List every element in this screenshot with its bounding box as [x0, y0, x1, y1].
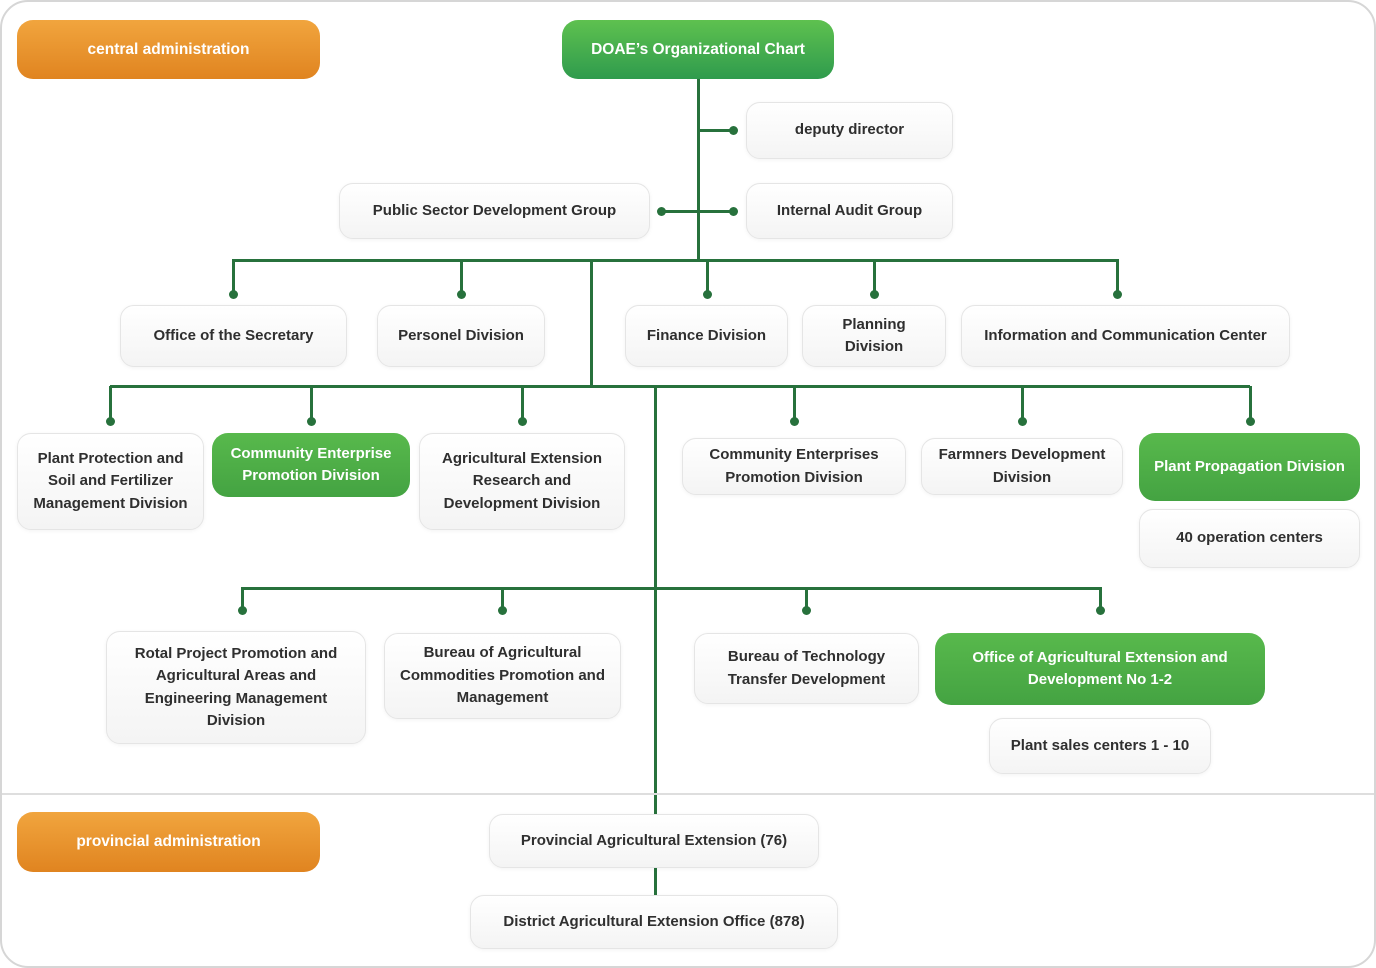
connector-row3: [242, 586, 1100, 590]
stub-bureau-tech-transfer: [804, 587, 808, 608]
node-planning-division: Planning Division: [802, 305, 946, 367]
junction-dot: [1095, 605, 1105, 615]
connector-row1-to-row2: [589, 258, 593, 387]
junction-dot: [702, 289, 712, 299]
node-office-of-the-secretary: Office of the Secretary: [120, 305, 347, 367]
node-plant-sales-centers: Plant sales centers 1 - 10: [989, 718, 1211, 774]
badge-central-administration: central administration: [17, 20, 320, 79]
junction-dot: [801, 605, 811, 615]
junction-dot: [1017, 416, 1027, 426]
node-finance-division: Finance Division: [625, 305, 788, 367]
junction-dot: [456, 289, 466, 299]
junction-dot: [1245, 416, 1255, 426]
stub-plant-protection: [108, 386, 112, 419]
node-community-enterprise-promotion-division: Community Enterprise Promotion Division: [212, 433, 410, 497]
connector-audit-branch: [660, 210, 734, 213]
section-divider: [2, 793, 1374, 795]
stub-farmners-development: [1020, 386, 1024, 419]
stub-bureau-commodities: [500, 587, 504, 608]
connector-title-trunk: [696, 79, 700, 260]
stub-office-agri-extension: [1098, 587, 1102, 608]
junction-dot: [237, 605, 247, 615]
stub-info-comm-center: [1115, 259, 1119, 293]
node-rotal-project-promotion-division: Rotal Project Promotion and Agricultural…: [106, 631, 366, 744]
node-provincial-agricultural-extension: Provincial Agricultural Extension (76): [489, 814, 819, 868]
node-community-enterprises-promotion-division: Community Enterprises Promotion Division: [682, 438, 906, 495]
junction-dot: [656, 207, 666, 216]
node-district-agricultural-extension-office: District Agricultural Extension Office (…: [470, 895, 838, 949]
junction-dot: [869, 289, 879, 299]
junction-dot: [497, 605, 507, 615]
connector-row1: [233, 258, 1117, 262]
node-public-sector-development-group: Public Sector Development Group: [339, 183, 650, 239]
node-deputy-director: deputy director: [746, 102, 953, 159]
connector-provincial-to-district: [653, 868, 657, 895]
stub-rotal-project: [240, 587, 244, 608]
junction-dot: [228, 289, 238, 299]
stub-community-enterprises: [792, 386, 796, 419]
node-office-agricultural-extension-development: Office of Agricultural Extension and Dev…: [935, 633, 1265, 705]
node-agricultural-extension-research-division: Agricultural Extension Research and Deve…: [419, 433, 625, 530]
connector-row3-to-provincial: [653, 587, 657, 814]
node-information-and-communication-center: Information and Communication Center: [961, 305, 1290, 367]
stub-community-enterprise: [309, 386, 313, 419]
junction-dot: [306, 416, 316, 426]
stub-agri-extension-research: [520, 386, 524, 419]
node-personel-division: Personel Division: [377, 305, 545, 367]
connector-deputy-branch: [698, 129, 733, 132]
stub-plant-propagation: [1248, 386, 1252, 419]
node-40-operation-centers: 40 operation centers: [1139, 509, 1360, 568]
stub-planning-division: [872, 259, 876, 293]
junction-dot: [105, 416, 115, 426]
stub-office-of-secretary: [231, 259, 235, 293]
badge-provincial-administration: provincial administration: [17, 812, 320, 872]
chart-title: DOAE’s Organizational Chart: [562, 20, 834, 79]
node-farmners-development-division: Farmners Development Division: [921, 438, 1123, 495]
node-internal-audit-group: Internal Audit Group: [746, 183, 953, 239]
node-plant-propagation-division: Plant Propagation Division: [1139, 433, 1360, 501]
junction-dot: [1112, 289, 1122, 299]
junction-dot: [789, 416, 799, 426]
connector-row2: [110, 385, 1250, 388]
stub-personel-division: [459, 259, 463, 293]
junction-dot: [728, 126, 738, 135]
junction-dot: [517, 416, 527, 426]
junction-dot: [728, 207, 738, 216]
node-plant-protection-division: Plant Protection and Soil and Fertilizer…: [17, 433, 204, 530]
connector-row2-to-row3: [653, 385, 657, 588]
node-bureau-agricultural-commodities: Bureau of Agricultural Commodities Promo…: [384, 633, 621, 719]
node-bureau-technology-transfer: Bureau of Technology Transfer Developmen…: [694, 633, 919, 704]
stub-finance-division: [705, 259, 709, 293]
